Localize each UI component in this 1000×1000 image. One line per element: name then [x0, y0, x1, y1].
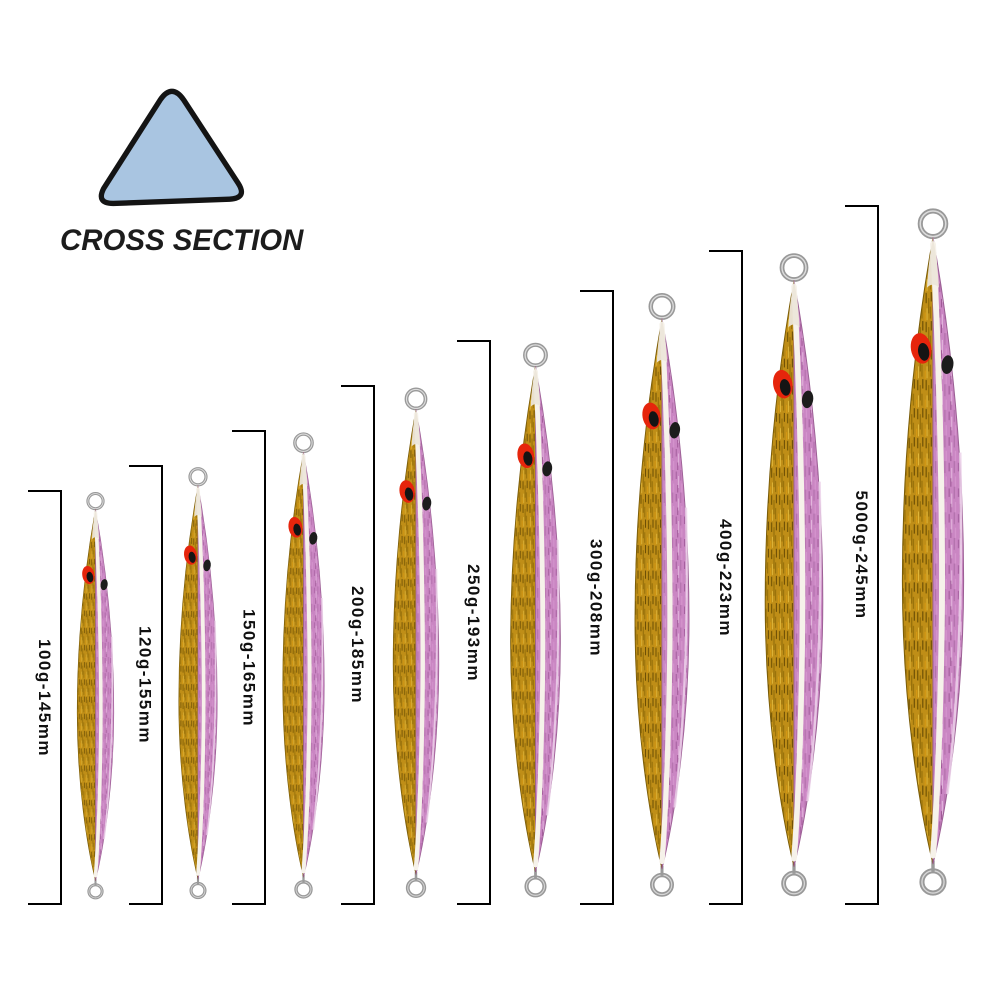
jig-lure-illustration — [882, 205, 984, 905]
measure-tick-bottom — [456, 903, 491, 905]
measure-tick-bottom — [128, 903, 163, 905]
measure-line — [160, 465, 163, 905]
measure-tick-top — [709, 250, 744, 252]
measure-tick-top — [456, 340, 491, 342]
jig-size-row: 100g-145mm 120g-155mm 150g-165mm — [26, 205, 984, 905]
jig-lure-illustration — [269, 430, 338, 905]
size-measure-bracket: 400g-223mm — [707, 250, 744, 905]
measure-line — [264, 430, 267, 905]
jig-item-300g: 300g-208mm — [578, 290, 707, 905]
jig-item-500g: 5000g-245mm — [843, 205, 984, 905]
size-measure-bracket: 250g-193mm — [455, 340, 491, 905]
jig-item-150g: 150g-165mm — [230, 430, 338, 905]
measure-tick-top — [579, 290, 614, 292]
size-label: 300g-208mm — [586, 538, 606, 657]
measure-tick-top — [341, 385, 376, 387]
size-measure-bracket: 100g-145mm — [26, 490, 62, 905]
jig-item-400g: 400g-223mm — [707, 250, 842, 905]
measure-tick-bottom — [28, 903, 62, 905]
size-measure-bracket: 150g-165mm — [230, 430, 267, 905]
jig-item-250g: 250g-193mm — [455, 340, 577, 905]
measure-line — [488, 340, 491, 905]
jig-item-100g: 100g-145mm — [26, 490, 126, 905]
size-label: 150g-165mm — [239, 608, 259, 727]
jig-item-200g: 200g-185mm — [339, 385, 454, 905]
cross-section-triangle-icon — [98, 88, 245, 207]
measure-tick-top — [232, 430, 267, 432]
size-label: 400g-223mm — [716, 518, 736, 637]
jig-lure-illustration — [746, 250, 842, 905]
measure-line — [60, 490, 62, 905]
measure-tick-bottom — [232, 903, 267, 905]
measure-line — [741, 250, 744, 905]
measure-tick-bottom — [341, 903, 376, 905]
jig-lure-illustration — [75, 491, 116, 900]
measure-line — [876, 205, 879, 905]
size-label: 120g-155mm — [135, 625, 155, 745]
size-measure-bracket: 5000g-245mm — [843, 205, 879, 905]
measure-tick-top — [844, 205, 879, 207]
size-label: 200g-185mm — [348, 585, 368, 705]
measure-tick-bottom — [579, 903, 614, 905]
measure-tick-top — [28, 490, 62, 492]
jig-lure-illustration — [378, 385, 454, 905]
measure-line — [373, 385, 376, 905]
jig-lure-illustration — [176, 466, 219, 900]
jig-item-120g: 120g-155mm — [127, 465, 230, 905]
jig-lure-illustration — [617, 290, 707, 905]
cross-section-label: CROSS SECTION — [60, 224, 304, 257]
measure-line — [611, 290, 614, 905]
jig-lure-illustration — [494, 340, 577, 905]
size-label: 250g-193mm — [463, 563, 483, 682]
measure-tick-top — [128, 465, 163, 467]
size-label: 100g-145mm — [35, 638, 54, 757]
size-measure-bracket: 300g-208mm — [578, 290, 614, 905]
size-label: 5000g-245mm — [851, 490, 871, 620]
cross-section-figure: CROSS SECTION — [60, 86, 320, 258]
size-measure-bracket: 200g-185mm — [339, 385, 376, 905]
size-measure-bracket: 120g-155mm — [127, 465, 163, 905]
measure-tick-bottom — [844, 903, 879, 905]
measure-tick-bottom — [709, 903, 744, 905]
